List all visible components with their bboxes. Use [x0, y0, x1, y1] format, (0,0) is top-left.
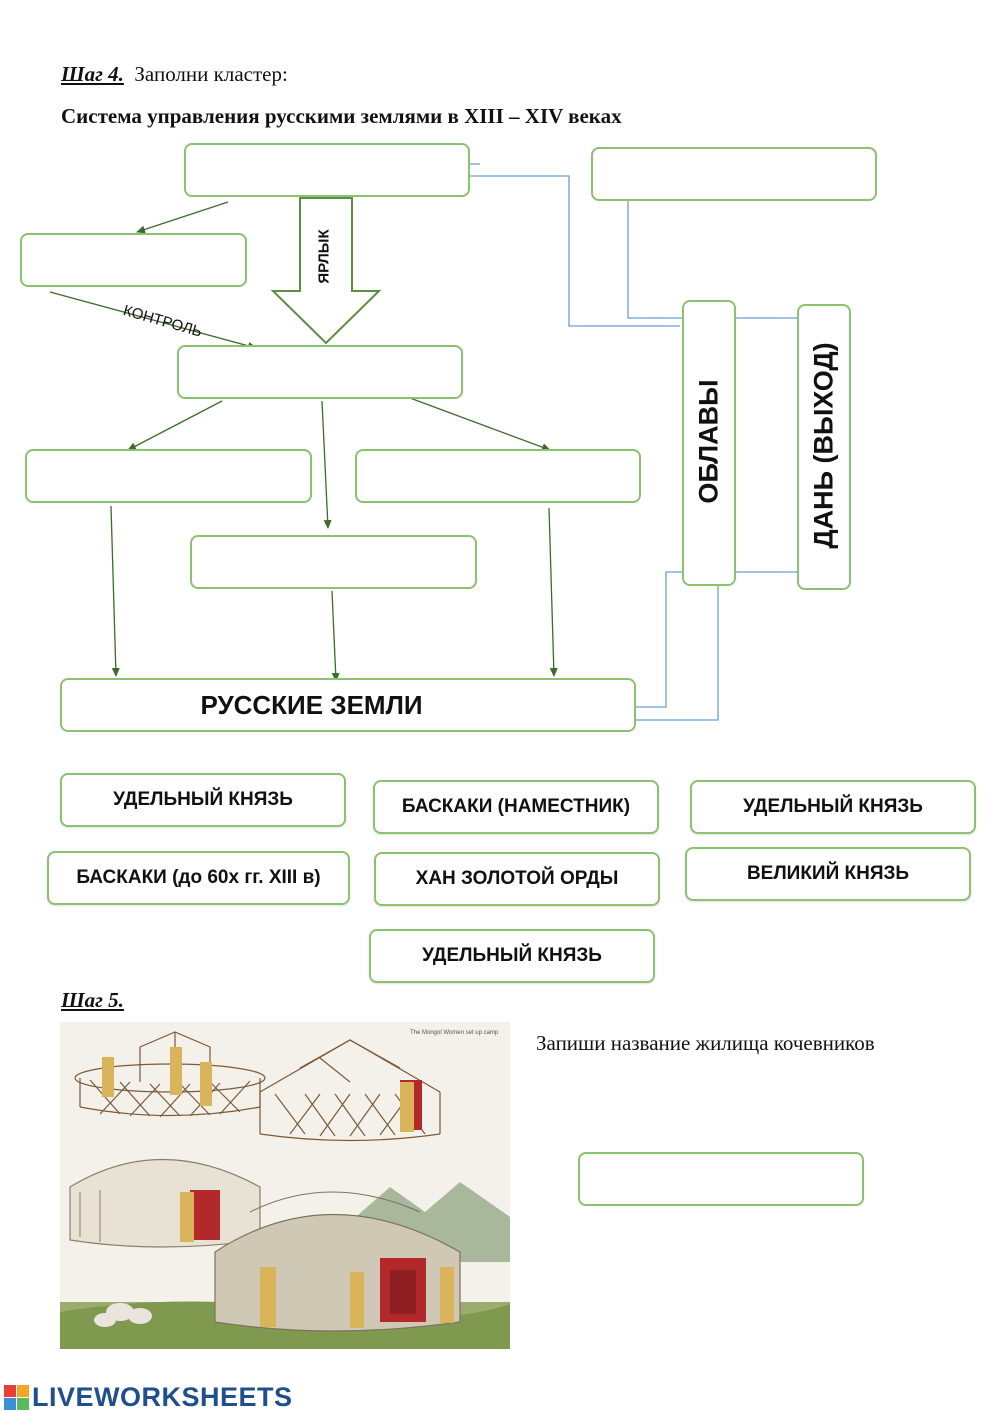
yurt-illustration: The Mongol Women set up camp: [60, 1022, 510, 1349]
arrow-left-to-lands: [110, 505, 120, 677]
arrow-mid-to-center: [321, 400, 332, 529]
chip-veliky-knyaz[interactable]: ВЕЛИКИЙ КНЯЗЬ: [685, 847, 971, 901]
step5-label: Шаг 5.: [61, 988, 124, 1012]
cluster-box-control[interactable]: [20, 233, 247, 287]
arrow-center-to-lands: [331, 590, 340, 682]
liveworksheets-logo-icon: [4, 1385, 29, 1410]
dan-box: [797, 304, 851, 590]
arrow-right-to-lands: [548, 507, 558, 677]
step4-heading: Шаг 4. Заполни кластер:: [61, 62, 288, 87]
blue-oblavy-to-lands: [623, 580, 719, 725]
yurt-image-caption: The Mongol Women set up camp: [410, 1030, 499, 1036]
step5-heading: Шаг 5.: [61, 988, 124, 1013]
chip-khan-zolotoy-ordy[interactable]: ХАН ЗОЛОТОЙ ОРДЫ: [374, 852, 660, 906]
cluster-box-left[interactable]: [25, 449, 312, 503]
cluster-box-right[interactable]: [355, 449, 641, 503]
blue-dan-to-lands: [625, 571, 812, 712]
arrow-top-to-left: [136, 201, 229, 234]
arrow-mid-to-left: [127, 400, 223, 451]
chip-baskaki-60[interactable]: БАСКАКИ (до 60х гг. XIII в): [47, 851, 350, 905]
chip-baskaki-namestnik[interactable]: БАСКАКИ (НАМЕСТНИК): [373, 780, 659, 834]
cluster-box-top-left[interactable]: [184, 143, 470, 197]
step4-label: Шаг 4.: [61, 62, 124, 86]
yurt-answer-field[interactable]: [578, 1152, 864, 1206]
arrow-mid-to-right: [409, 397, 551, 451]
page-title: Система управления русскими землями в XI…: [61, 104, 622, 128]
chip-udelny-knyaz-1[interactable]: УДЕЛЬНЫЙ КНЯЗЬ: [60, 773, 346, 827]
oblavy-box: [682, 300, 736, 586]
step4-text: Заполни кластер:: [134, 62, 288, 86]
dan-label: ДАНЬ (ВЫХОД): [808, 342, 839, 549]
cluster-box-top-right[interactable]: [591, 147, 877, 201]
yarlyk-label: ЯРЛЫК: [315, 229, 333, 284]
step5-prompt: Запиши название жилища кочевников: [536, 1031, 875, 1055]
russian-lands-box: РУССКИЕ ЗЕМЛИ: [60, 678, 636, 732]
blue-dan-to-khan: [627, 200, 811, 319]
chip-udelny-knyaz-2[interactable]: УДЕЛЬНЫЙ КНЯЗЬ: [690, 780, 976, 834]
footer-brand: LIVEWORKSHEETS: [4, 1382, 293, 1413]
russian-lands-label: РУССКИЕ ЗЕМЛИ: [200, 689, 423, 720]
brand-name: LIVEWORKSHEETS: [32, 1382, 293, 1412]
cluster-box-middle[interactable]: [177, 345, 463, 399]
arrow-control: [49, 291, 257, 350]
chip-udelny-knyaz-3[interactable]: УДЕЛЬНЫЙ КНЯЗЬ: [369, 929, 655, 983]
cluster-connectors: [49, 159, 812, 725]
cluster-box-center[interactable]: [190, 535, 477, 589]
blue-oblavy-to-khan: [470, 175, 680, 327]
oblavy-label: ОБЛАВЫ: [693, 379, 724, 504]
yarlyk-arrow-shape: [270, 197, 382, 345]
